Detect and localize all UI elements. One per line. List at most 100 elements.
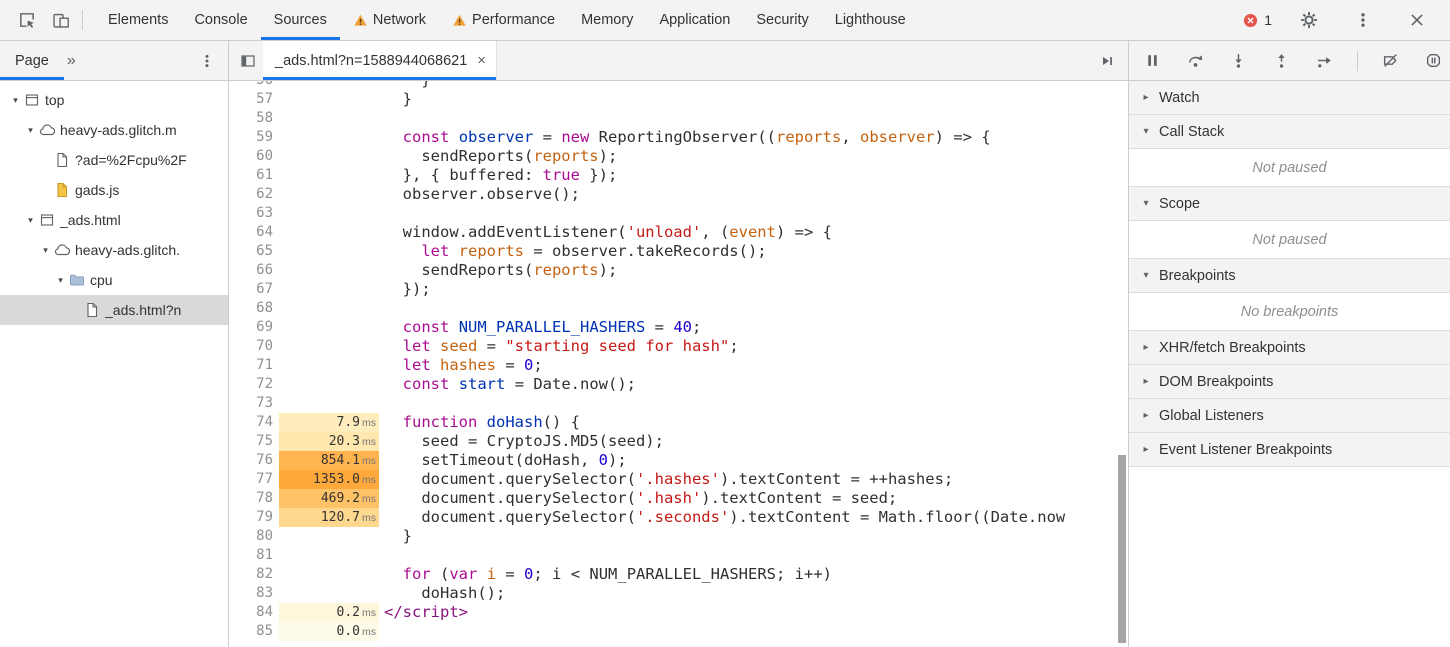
inspect-element-button[interactable] xyxy=(10,5,44,35)
section-header-call-stack[interactable]: ▾Call Stack xyxy=(1129,115,1450,149)
settings-button[interactable] xyxy=(1292,5,1326,35)
line-number[interactable]: 72 xyxy=(256,376,273,392)
code-text: sendReports(reports); xyxy=(384,147,618,165)
section-header-global-listeners[interactable]: ▸Global Listeners xyxy=(1129,399,1450,433)
perf-ms-unit: ms xyxy=(362,493,376,505)
code-line-70: 70 let seed = "starting seed for hash"; xyxy=(229,337,1128,356)
line-number[interactable]: 59 xyxy=(256,129,273,145)
section-label: DOM Breakpoints xyxy=(1159,373,1274,390)
step-over-button[interactable] xyxy=(1180,46,1211,76)
line-number[interactable]: 70 xyxy=(256,338,273,354)
tree-item-heavy-ads-glitch-m[interactable]: ▾heavy-ads.glitch.m xyxy=(0,115,228,145)
section-header-scope[interactable]: ▾Scope xyxy=(1129,187,1450,221)
expander-icon[interactable]: ▾ xyxy=(28,214,33,225)
line-number[interactable]: 76 xyxy=(256,452,273,468)
expander-icon[interactable]: ▾ xyxy=(28,124,33,135)
line-number[interactable]: 84 xyxy=(256,604,273,620)
pause-button[interactable] xyxy=(1137,46,1168,76)
step-into-button[interactable] xyxy=(1223,46,1254,76)
line-number[interactable]: 63 xyxy=(256,205,273,221)
line-number[interactable]: 77 xyxy=(256,471,273,487)
tab-performance[interactable]: Performance xyxy=(439,0,568,40)
line-number[interactable]: 64 xyxy=(256,224,273,240)
deactivate-breakpoints-button[interactable] xyxy=(1375,46,1406,76)
line-number[interactable]: 78 xyxy=(256,490,273,506)
section-header-dom-breakpoints[interactable]: ▸DOM Breakpoints xyxy=(1129,365,1450,399)
tree-item-ads-html-n[interactable]: _ads.html?n xyxy=(0,295,228,325)
line-number[interactable]: 82 xyxy=(256,566,273,582)
code-text: } xyxy=(384,527,412,545)
console-error-badge[interactable]: 1 xyxy=(1243,12,1272,28)
line-number[interactable]: 58 xyxy=(256,110,273,126)
expander-icon[interactable]: ▾ xyxy=(43,244,48,255)
line-number[interactable]: 62 xyxy=(256,186,273,202)
toggle-debugger-sidebar-button[interactable] xyxy=(1092,46,1122,76)
debugger-toolbar xyxy=(1129,41,1450,81)
pause-on-exceptions-button[interactable] xyxy=(1418,46,1449,76)
tab-security[interactable]: Security xyxy=(743,0,821,40)
section-header-breakpoints[interactable]: ▾Breakpoints xyxy=(1129,259,1450,293)
tab-elements[interactable]: Elements xyxy=(95,0,181,40)
line-number[interactable]: 83 xyxy=(256,585,273,601)
expander-icon[interactable]: ▾ xyxy=(58,274,63,285)
expander-icon[interactable]: ▾ xyxy=(13,94,18,105)
line-number[interactable]: 60 xyxy=(256,148,273,164)
navigator-panel: Page » ▾top▾heavy-ads.glitch.m?ad=%2Fcpu… xyxy=(0,41,229,647)
tree-item-ads-html[interactable]: ▾ _ads.html xyxy=(0,205,228,235)
navigator-menu-button[interactable] xyxy=(194,48,220,74)
tab-console[interactable]: Console xyxy=(181,0,260,40)
line-number[interactable]: 69 xyxy=(256,319,273,335)
line-number[interactable]: 65 xyxy=(256,243,273,259)
code-text: const NUM_PARALLEL_HASHERS = 40; xyxy=(402,318,702,336)
tab-application[interactable]: Application xyxy=(646,0,743,40)
tab-close-button[interactable]: × xyxy=(477,52,487,69)
perf-ms-unit: ms xyxy=(362,436,376,448)
toggle-device-toolbar-button[interactable] xyxy=(44,5,78,35)
section-label: Call Stack xyxy=(1159,123,1225,140)
section-header-watch[interactable]: ▸Watch xyxy=(1129,81,1450,115)
line-number[interactable]: 73 xyxy=(256,395,273,411)
line-number[interactable]: 80 xyxy=(256,528,273,544)
chevron-right-icon: ▸ xyxy=(1143,92,1149,103)
tab-network[interactable]: Network xyxy=(340,0,439,40)
main-menu-button[interactable] xyxy=(1346,5,1380,35)
tree-item-gads-js[interactable]: gads.js xyxy=(0,175,228,205)
tab-lighthouse[interactable]: Lighthouse xyxy=(822,0,919,40)
line-number[interactable]: 56 xyxy=(229,81,279,90)
line-number[interactable]: 85 xyxy=(256,623,273,639)
editor-tab-ads-html[interactable]: _ads.html?n=1588944068621 × xyxy=(263,41,498,80)
close-devtools-button[interactable] xyxy=(1400,5,1434,35)
line-number[interactable]: 68 xyxy=(256,300,273,316)
tab-memory[interactable]: Memory xyxy=(568,0,646,40)
line-number[interactable]: 75 xyxy=(256,433,273,449)
perf-annotation xyxy=(279,204,379,223)
tab-sources[interactable]: Sources xyxy=(260,0,341,40)
step-out-button[interactable] xyxy=(1266,46,1297,76)
tree-item-ad-2fcpu-2f[interactable]: ?ad=%2Fcpu%2F xyxy=(0,145,228,175)
tab-page[interactable]: Page xyxy=(0,41,64,80)
vertical-scrollbar-thumb[interactable] xyxy=(1118,455,1126,643)
line-number[interactable]: 71 xyxy=(256,357,273,373)
line-number[interactable]: 81 xyxy=(256,547,273,563)
step-button[interactable] xyxy=(1309,46,1340,76)
perf-ms-value: 1353.0 xyxy=(313,472,360,487)
line-number[interactable]: 79 xyxy=(256,509,273,525)
line-number[interactable]: 66 xyxy=(256,262,273,278)
line-number[interactable]: 61 xyxy=(256,167,273,183)
more-navigator-tabs-button[interactable]: » xyxy=(66,51,76,69)
section-header-event-listener-breakpoints[interactable]: ▸Event Listener Breakpoints xyxy=(1129,433,1450,467)
section-message: Not paused xyxy=(1129,221,1450,259)
tree-item-heavy-ads-glitch[interactable]: ▾heavy-ads.glitch. xyxy=(0,235,228,265)
tree-item-top[interactable]: ▾top xyxy=(0,85,228,115)
device-toolbar-icon xyxy=(52,11,70,29)
tree-item-cpu[interactable]: ▾cpu xyxy=(0,265,228,295)
section-header-xhr-fetch-breakpoints[interactable]: ▸XHR/fetch Breakpoints xyxy=(1129,331,1450,365)
line-number[interactable]: 57 xyxy=(256,91,273,107)
line-number[interactable]: 74 xyxy=(256,414,273,430)
tree-item-label: _ads.html xyxy=(60,212,121,228)
line-number[interactable]: 67 xyxy=(256,281,273,297)
toggle-navigator-button[interactable] xyxy=(233,46,263,76)
